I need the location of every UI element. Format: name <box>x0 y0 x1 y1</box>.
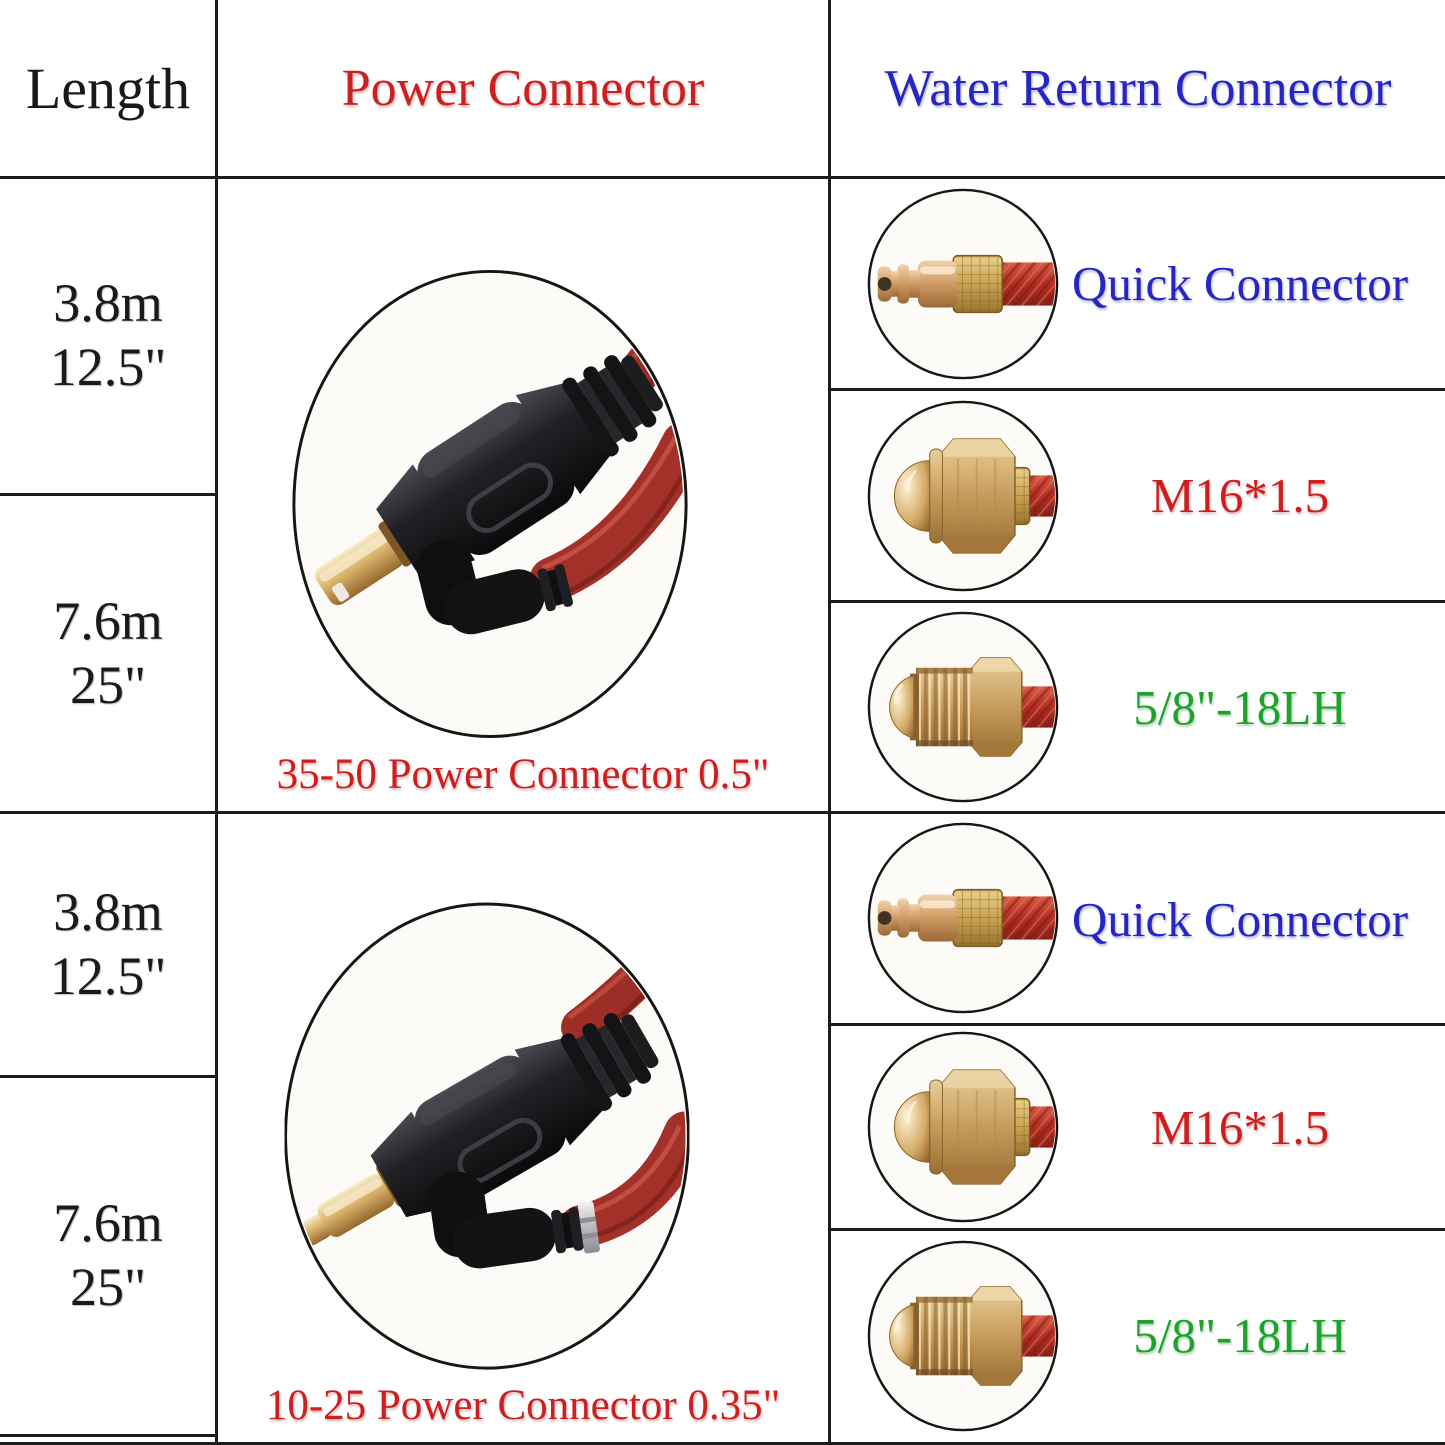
water-row-label-m16: M16*1.5 <box>1150 468 1330 523</box>
grid-line-water-4 <box>828 1228 1445 1231</box>
header-power-connector: Power Connector <box>341 60 705 117</box>
grid-line-section-divider <box>0 811 1445 814</box>
grid-line-header-bottom <box>0 176 1445 179</box>
length-imperial: 12.5" <box>49 337 167 397</box>
grid-line-length-s2 <box>0 1075 218 1078</box>
water-row-label-quick: Quick Connector <box>1071 256 1409 311</box>
length-metric: 3.8m <box>53 881 163 942</box>
power-caption-10-25: 10-25 Power Connector 0.35" <box>265 1381 781 1429</box>
58-18lh-connector-photo <box>865 609 1061 805</box>
grid-line-length-s1 <box>0 493 218 496</box>
header-length: Length <box>25 56 191 121</box>
length-imperial: 25" <box>69 1257 147 1317</box>
grid-line-length-bottom <box>0 1434 218 1437</box>
grid-line-water-3 <box>828 1023 1445 1026</box>
grid-line-water-2 <box>828 600 1445 603</box>
length-cell-s1-r2: 7.6m 25" <box>0 496 216 811</box>
length-metric: 7.6m <box>53 1193 163 1254</box>
power-caption-35-50: 35-50 Power Connector 0.5" <box>276 750 770 798</box>
grid-line-vertical-1 <box>215 0 218 1445</box>
water-row-label-m16: M16*1.5 <box>1150 1099 1330 1155</box>
grid-line-water-1 <box>828 388 1445 391</box>
water-row-label-58lh: 5/8"-18LH <box>1133 1307 1347 1363</box>
length-metric: 7.6m <box>53 590 163 651</box>
length-cell-s1-r1: 3.8m 12.5" <box>0 179 216 493</box>
length-cell-s2-r2: 7.6m 25" <box>0 1078 216 1434</box>
m16-connector-photo <box>865 1029 1061 1225</box>
length-cell-s2-r1: 3.8m 12.5" <box>0 814 216 1075</box>
m16-connector-photo <box>865 398 1061 594</box>
quick-connector-photo <box>865 820 1061 1016</box>
length-metric: 3.8m <box>53 273 163 334</box>
water-row-label-quick: Quick Connector <box>1071 891 1409 947</box>
header-water-return-connector: Water Return Connector <box>884 60 1392 117</box>
power-connector-10-25-photo <box>279 901 695 1375</box>
58-18lh-connector-photo <box>865 1238 1061 1434</box>
water-row-label-58lh: 5/8"-18LH <box>1133 679 1347 735</box>
grid-line-vertical-2 <box>828 0 831 1445</box>
length-imperial: 25" <box>69 654 147 715</box>
quick-connector-photo <box>865 186 1061 382</box>
power-connector-35-50-photo <box>288 262 692 744</box>
grid-line-bottom <box>0 1442 1445 1445</box>
length-imperial: 12.5" <box>49 945 167 1006</box>
